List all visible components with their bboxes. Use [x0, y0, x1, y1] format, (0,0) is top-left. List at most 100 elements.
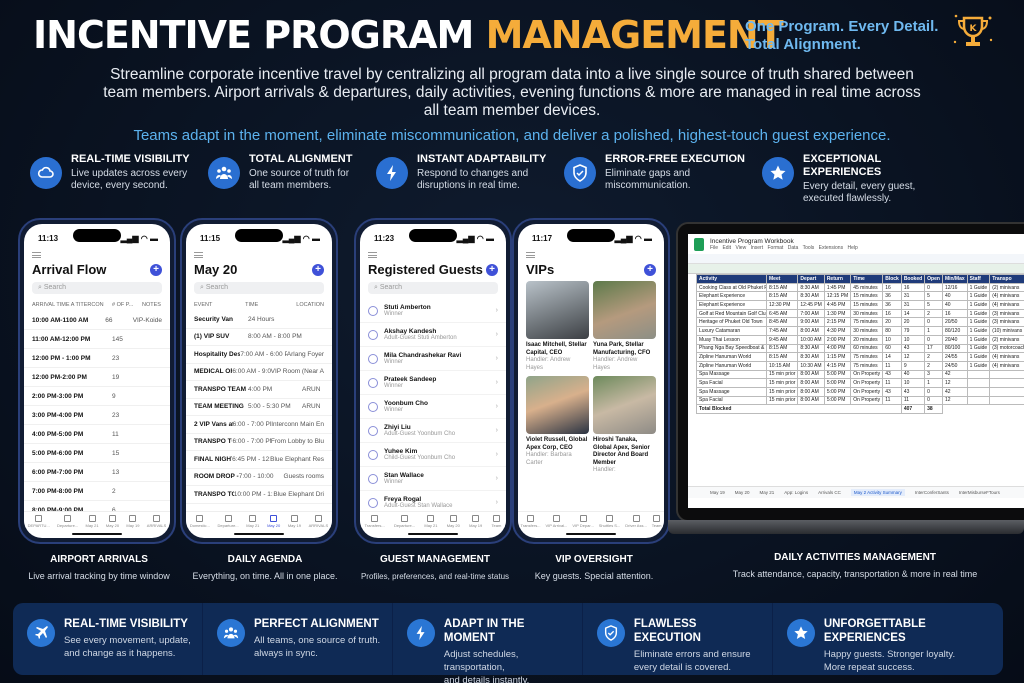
hamburger-menu-icon[interactable]: [194, 252, 203, 258]
table-cell[interactable]: 1 Guide: [966, 343, 991, 354]
table-cell[interactable]: [989, 386, 1024, 397]
sheet-tab[interactable]: Arrivals CC: [818, 490, 841, 495]
table-cell[interactable]: Zipline Hanuman World: [696, 360, 767, 371]
table-cell[interactable]: 10:15 AM: [765, 360, 799, 371]
table-cell[interactable]: 9: [900, 360, 926, 371]
table-cell[interactable]: 20/50: [941, 317, 968, 328]
table-cell[interactable]: 10: [900, 378, 926, 388]
table-cell[interactable]: (3) minivans: [989, 308, 1024, 319]
table-cell[interactable]: 42: [941, 369, 968, 380]
table-cell[interactable]: 40: [941, 291, 968, 302]
tab-item[interactable]: May 21: [85, 515, 99, 528]
table-cell[interactable]: 0: [924, 282, 943, 293]
table-cell[interactable]: 16: [882, 282, 902, 293]
table-cell[interactable]: Spa Massage: [696, 369, 767, 380]
table-row[interactable]: TRANSPO TO HO10:00 PM - 1:00 AMBlue Elep…: [186, 486, 332, 504]
table-cell[interactable]: [989, 378, 1024, 388]
table-cell[interactable]: 80/100: [941, 343, 968, 354]
table-cell[interactable]: [966, 378, 991, 388]
table-cell[interactable]: On Property: [850, 395, 884, 406]
table-cell[interactable]: 5:00 PM: [823, 369, 852, 380]
sheet-tab[interactable]: May 21: [759, 490, 775, 495]
table-cell[interactable]: 4:15 PM: [823, 360, 852, 371]
tab-item[interactable]: Transfers...: [520, 515, 541, 528]
table-cell[interactable]: 6:45 AM: [765, 308, 799, 319]
tab-item[interactable]: Shuttles S...: [599, 515, 620, 528]
select-radio[interactable]: [368, 353, 378, 364]
tab-item[interactable]: Departure...: [218, 515, 239, 528]
table-cell[interactable]: Elephant Experience: [696, 300, 767, 310]
vip-card[interactable]: Hiroshi Tanaka, Global Apex, Senior Dire…: [593, 376, 656, 475]
table-cell[interactable]: 8:00 AM: [797, 326, 825, 336]
table-cell[interactable]: 1: [924, 378, 943, 388]
table-cell[interactable]: 14: [882, 352, 902, 362]
table-cell[interactable]: 11: [900, 395, 926, 406]
table-cell[interactable]: 30 minutes: [850, 326, 884, 336]
table-cell[interactable]: 4:00 PM: [823, 343, 852, 354]
tab-item[interactable]: VIP Depar...: [572, 515, 594, 528]
table-cell[interactable]: 0: [924, 386, 943, 397]
table-cell[interactable]: 11: [882, 378, 902, 388]
search-input[interactable]: ⌕ Search: [194, 282, 324, 294]
column-header[interactable]: Depart: [797, 274, 825, 284]
select-radio[interactable]: [368, 305, 378, 316]
select-radio[interactable]: [368, 425, 378, 436]
table-cell[interactable]: 12/16: [941, 282, 968, 293]
table-cell[interactable]: 5:00 PM: [823, 378, 852, 388]
table-cell[interactable]: 1:30 PM: [823, 308, 852, 319]
table-cell[interactable]: 79: [900, 326, 926, 336]
table-cell[interactable]: Cooking Class at Old Phuket Farm: [696, 282, 767, 293]
table-cell[interactable]: Muay Thai Lesson: [696, 334, 767, 345]
search-input[interactable]: ⌕ Search: [32, 282, 162, 294]
table-cell[interactable]: 8:00 AM: [797, 386, 825, 397]
table-cell[interactable]: 8:30 AM: [797, 291, 825, 302]
table-cell[interactable]: 8:30 AM: [797, 282, 825, 293]
table-cell[interactable]: Spa Facial: [696, 378, 767, 388]
sheet-tab[interactable]: May 19: [710, 490, 725, 495]
table-cell[interactable]: 5: [924, 300, 943, 310]
table-cell[interactable]: 36: [882, 300, 902, 310]
table-cell[interactable]: 2:15 PM: [823, 317, 852, 328]
sheet-tab[interactable]: App: Logins: [784, 490, 809, 495]
table-cell[interactable]: 10:30 AM: [797, 360, 825, 371]
table-cell[interactable]: (10) minivans: [989, 326, 1024, 336]
table-cell[interactable]: 14: [900, 308, 926, 319]
table-cell[interactable]: 60 minutes: [850, 343, 884, 354]
tab-item[interactable]: Team: [492, 515, 501, 528]
table-cell[interactable]: 43: [900, 343, 926, 354]
select-radio[interactable]: [368, 497, 378, 508]
tab-item[interactable]: May 20: [106, 515, 119, 528]
table-cell[interactable]: 8:15 AM: [765, 343, 799, 354]
table-cell[interactable]: 10: [882, 334, 902, 345]
hamburger-menu-icon[interactable]: [32, 252, 41, 258]
table-cell[interactable]: (2) minivans: [989, 334, 1024, 345]
table-cell[interactable]: 16: [882, 308, 902, 319]
table-cell[interactable]: (2) minivans: [989, 282, 1024, 293]
tab-item[interactable]: May 21: [246, 515, 259, 528]
column-header[interactable]: Meet: [765, 274, 799, 284]
tab-item[interactable]: ARRIVALS: [147, 515, 166, 528]
table-cell[interactable]: 31: [900, 291, 926, 302]
column-header[interactable]: Block: [882, 274, 902, 284]
table-cell[interactable]: 7:45 AM: [765, 326, 799, 336]
table-cell[interactable]: 60: [882, 343, 902, 354]
table-cell[interactable]: 8:15 AM: [765, 282, 799, 293]
table-cell[interactable]: 8:00 AM: [797, 395, 825, 406]
table-cell[interactable]: [966, 369, 991, 380]
add-button[interactable]: +: [150, 263, 162, 276]
hamburger-menu-icon[interactable]: [526, 252, 535, 258]
table-cell[interactable]: 3: [924, 369, 943, 380]
table-cell[interactable]: 12: [941, 395, 968, 406]
table-cell[interactable]: 15 minutes: [850, 291, 884, 302]
column-header[interactable]: Time: [850, 274, 884, 284]
table-cell[interactable]: 4:45 PM: [823, 300, 852, 310]
